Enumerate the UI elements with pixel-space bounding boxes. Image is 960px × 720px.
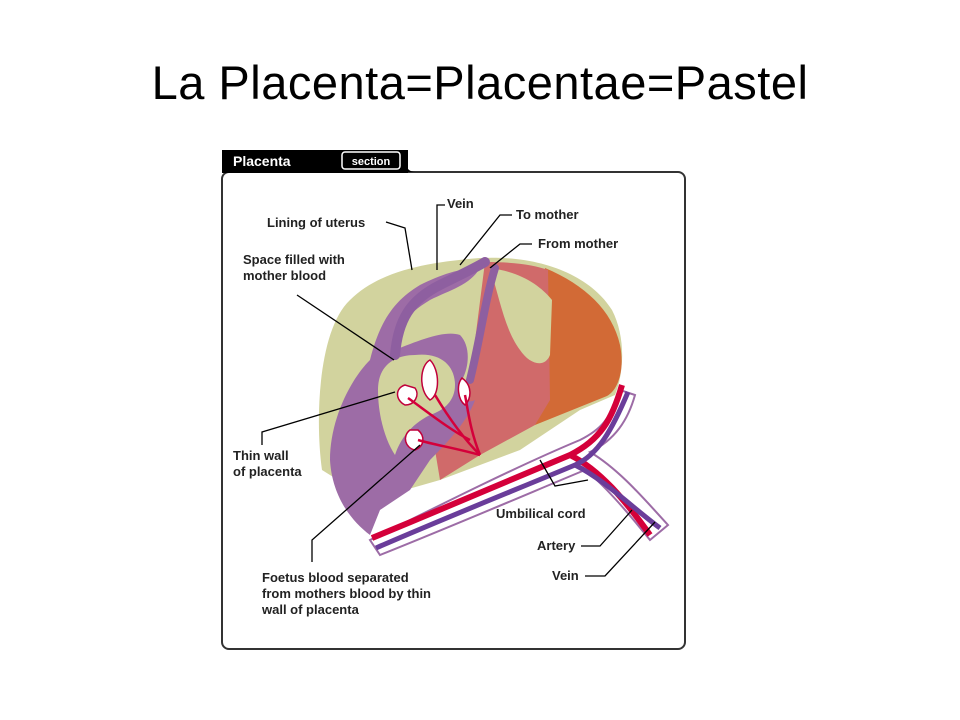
placenta-orange-region xyxy=(535,268,622,425)
label-to-mother: To mother xyxy=(516,207,579,222)
label-thin-wall-1: Thin wall xyxy=(233,448,289,463)
label-space-filled-2: mother blood xyxy=(243,268,326,283)
slide-title: La Placenta=Placentae=Pastel xyxy=(151,56,809,109)
leader-lines xyxy=(261,204,656,577)
label-artery: Artery xyxy=(537,538,576,553)
villus-capillaries xyxy=(407,394,482,457)
vein-vessel xyxy=(375,391,631,551)
label-foetus-3: wall of placenta xyxy=(261,602,360,617)
label-foetus-2: from mothers blood by thin xyxy=(262,586,431,601)
figure-header-tag: section xyxy=(352,156,391,168)
mother-artery-channel xyxy=(466,264,499,384)
beige-fold xyxy=(490,268,552,364)
label-thin-wall-2: of placenta xyxy=(233,464,302,479)
figure-header-title: Placenta xyxy=(233,153,291,169)
label-lining-of-uterus: Lining of uterus xyxy=(267,215,365,230)
label-foetus-1: Foetus blood separated xyxy=(262,570,409,585)
artery-vessel xyxy=(370,384,625,541)
label-vein-bottom: Vein xyxy=(552,568,579,583)
vein-vessel-branch xyxy=(573,462,662,531)
label-space-filled-1: Space filled with xyxy=(243,252,345,267)
label-from-mother: From mother xyxy=(538,236,618,251)
vein-channel xyxy=(390,257,490,360)
label-umbilical-cord: Umbilical cord xyxy=(496,506,586,521)
figure-header-tag-box xyxy=(341,151,401,170)
label-vein-top: Vein xyxy=(447,196,474,211)
